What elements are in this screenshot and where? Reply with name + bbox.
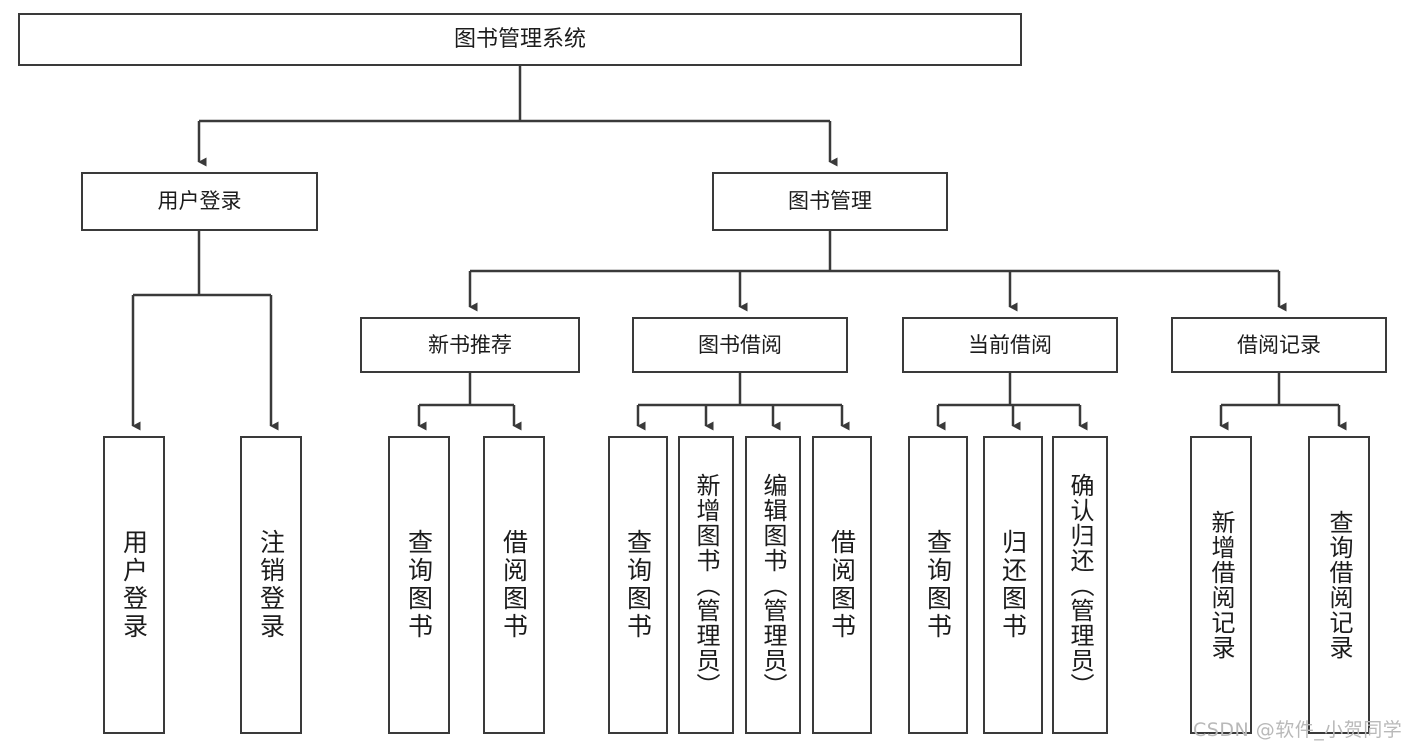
node-book-borrow-label: 图书借阅: [698, 332, 782, 357]
node-leaf-add-borrow-record[interactable]: 新增借阅记录: [1190, 436, 1252, 734]
node-leaf-add-borrow-record-label: 新增借阅记录: [1207, 510, 1235, 660]
node-leaf-return-book-label: 归还图书: [998, 529, 1028, 641]
node-borrow-record-label: 借阅记录: [1237, 332, 1321, 357]
node-leaf-confirm-return-admin[interactable]: 确认归还（管理员）: [1052, 436, 1108, 734]
node-leaf-query-borrow-record-label: 查询借阅记录: [1325, 510, 1353, 660]
node-leaf-confirm-return-admin-label: 确认归还（管理员）: [1066, 472, 1094, 698]
csdn-watermark: CSDN @软件_小贺同学: [1193, 719, 1403, 741]
node-leaf-logout-label: 注销登录: [256, 529, 286, 641]
node-leaf-add-book-admin-label: 新增图书（管理员）: [692, 472, 720, 698]
node-leaf-query-book-recommend[interactable]: 查询图书: [388, 436, 450, 734]
node-leaf-query-book-recommend-label: 查询图书: [404, 529, 434, 641]
node-root-label: 图书管理系统: [453, 26, 586, 52]
node-current-borrow[interactable]: 当前借阅: [902, 317, 1118, 373]
node-leaf-borrow-book-label: 借阅图书: [827, 529, 857, 641]
node-user-login-label: 用户登录: [157, 189, 242, 214]
node-leaf-borrow-book-recommend-label: 借阅图书: [499, 529, 529, 641]
node-leaf-edit-book-admin-label: 编辑图书（管理员）: [759, 472, 787, 698]
node-root-system[interactable]: 图书管理系统: [18, 13, 1022, 66]
node-leaf-query-book-current-label: 查询图书: [923, 529, 953, 641]
node-book-borrow[interactable]: 图书借阅: [632, 317, 848, 373]
node-leaf-add-book-admin[interactable]: 新增图书（管理员）: [678, 436, 734, 734]
node-leaf-user-login-label: 用户登录: [119, 529, 149, 641]
node-leaf-user-login[interactable]: 用户登录: [103, 436, 165, 734]
node-new-book-recommend[interactable]: 新书推荐: [360, 317, 580, 373]
node-leaf-return-book[interactable]: 归还图书: [983, 436, 1043, 734]
node-leaf-query-borrow-record[interactable]: 查询借阅记录: [1308, 436, 1370, 734]
node-borrow-record[interactable]: 借阅记录: [1171, 317, 1387, 373]
node-book-manage-label: 图书管理: [788, 189, 872, 214]
node-new-book-recommend-label: 新书推荐: [428, 332, 512, 357]
node-user-login[interactable]: 用户登录: [81, 172, 318, 231]
node-leaf-borrow-book[interactable]: 借阅图书: [812, 436, 872, 734]
node-leaf-borrow-book-recommend[interactable]: 借阅图书: [483, 436, 545, 734]
node-leaf-query-book-current[interactable]: 查询图书: [908, 436, 968, 734]
node-leaf-logout[interactable]: 注销登录: [240, 436, 302, 734]
node-leaf-query-book-borrow[interactable]: 查询图书: [608, 436, 668, 734]
node-leaf-query-book-borrow-label: 查询图书: [623, 529, 653, 641]
node-leaf-edit-book-admin[interactable]: 编辑图书（管理员）: [745, 436, 801, 734]
node-current-borrow-label: 当前借阅: [968, 332, 1052, 357]
node-book-manage[interactable]: 图书管理: [712, 172, 948, 231]
